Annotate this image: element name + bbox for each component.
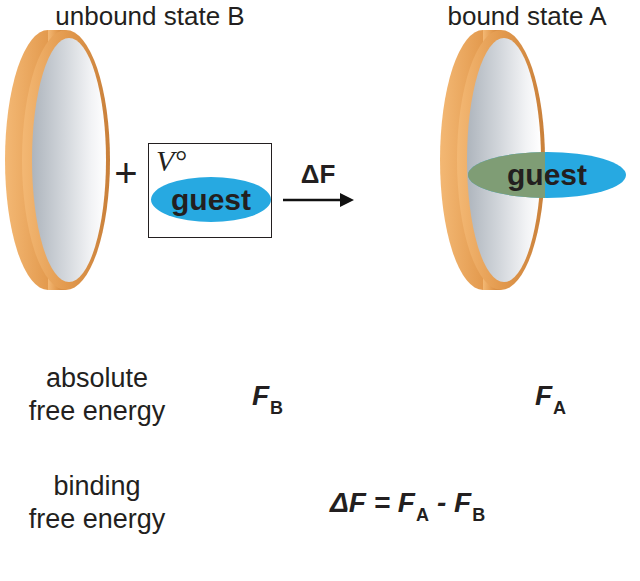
state-heading: bound state A	[447, 2, 606, 32]
volume-box: V° guest	[148, 143, 272, 238]
subscript: B	[270, 398, 283, 418]
row-heading: binding free energy	[28, 470, 167, 536]
subscript: A	[416, 505, 429, 525]
guest-ellipse: guest	[151, 177, 271, 222]
binding-equation: ΔF = FA- FB	[330, 487, 485, 519]
guest-shape	[151, 177, 271, 222]
symbol-text: - F	[437, 487, 471, 518]
guest-ellipse: guest	[468, 152, 626, 198]
reaction-arrow	[283, 193, 354, 207]
symbol-text: F	[252, 380, 269, 411]
subscript: B	[472, 505, 485, 525]
state-heading: unbound state B	[55, 2, 244, 32]
guest-shape	[468, 152, 626, 198]
guest-label: guest	[507, 158, 587, 192]
delta-f-label: ΔF	[301, 160, 336, 190]
overlap-tint	[468, 152, 545, 198]
row-heading: absolute free energy	[28, 362, 167, 428]
free-energy-symbol: FB	[252, 380, 283, 412]
free-energy-symbol: FA	[535, 380, 566, 412]
host-ring	[5, 30, 110, 290]
subscript: A	[553, 398, 566, 418]
guest-label: guest	[171, 183, 251, 217]
symbol-text: F	[535, 380, 552, 411]
volume-symbol: V°	[156, 145, 186, 177]
plus-sign: +	[114, 150, 137, 196]
symbol-text: ΔF = F	[330, 487, 415, 518]
